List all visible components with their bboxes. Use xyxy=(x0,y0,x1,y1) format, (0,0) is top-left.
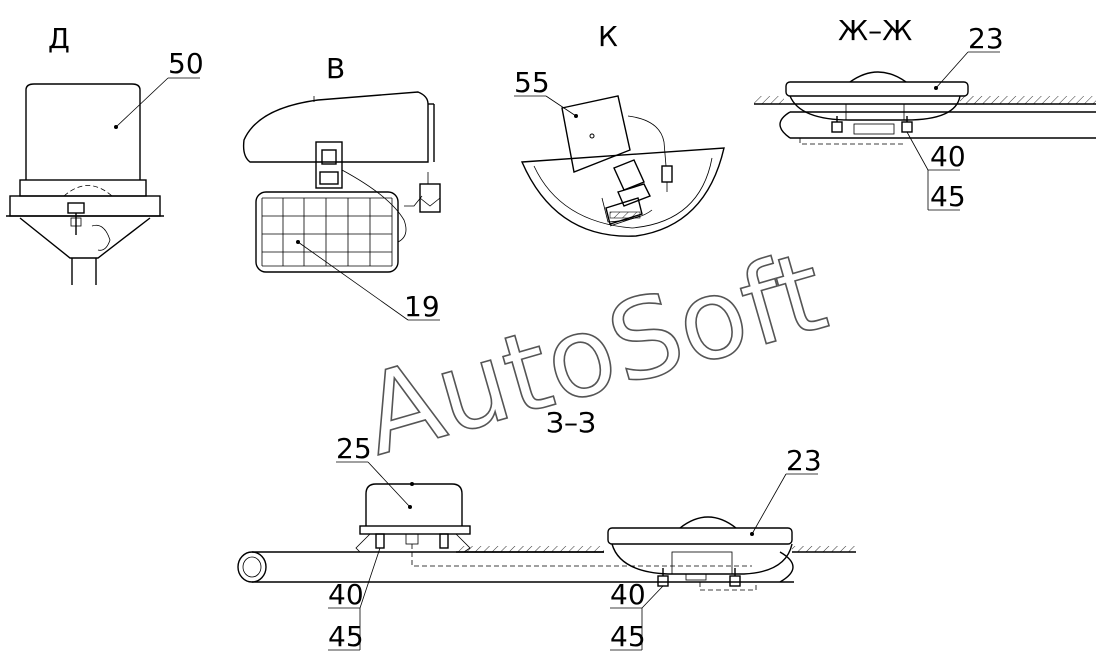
callout-45-top: 45 xyxy=(930,180,966,213)
view-k: К 55 xyxy=(514,20,725,237)
callout-45-right: 45 xyxy=(610,620,646,653)
callout-25: 25 xyxy=(336,432,372,465)
callout-23-top: 23 xyxy=(968,22,1004,55)
view-z-title: З–З xyxy=(546,406,596,439)
callout-23-bottom: 23 xyxy=(786,444,822,477)
callout-50: 50 xyxy=(168,47,204,80)
callout-40-right: 40 xyxy=(610,578,646,611)
view-zh-title: Ж–Ж xyxy=(838,14,912,47)
view-v-title: В xyxy=(326,52,345,85)
view-d: Д 50 xyxy=(6,22,204,285)
view-z: З–З 25 40 45 xyxy=(237,406,856,653)
callout-40-left: 40 xyxy=(328,578,364,611)
callout-40-top: 40 xyxy=(930,140,966,173)
view-zh: Ж–Ж 23 40 45 xyxy=(754,14,1096,213)
view-k-title: К xyxy=(598,20,618,53)
view-v: В 19 xyxy=(242,52,441,323)
watermark-logo: AutoSoft xyxy=(349,227,838,480)
callout-19: 19 xyxy=(404,290,440,323)
callout-45-left: 45 xyxy=(328,620,364,653)
view-d-title: Д xyxy=(48,22,70,55)
callout-55: 55 xyxy=(514,66,550,99)
